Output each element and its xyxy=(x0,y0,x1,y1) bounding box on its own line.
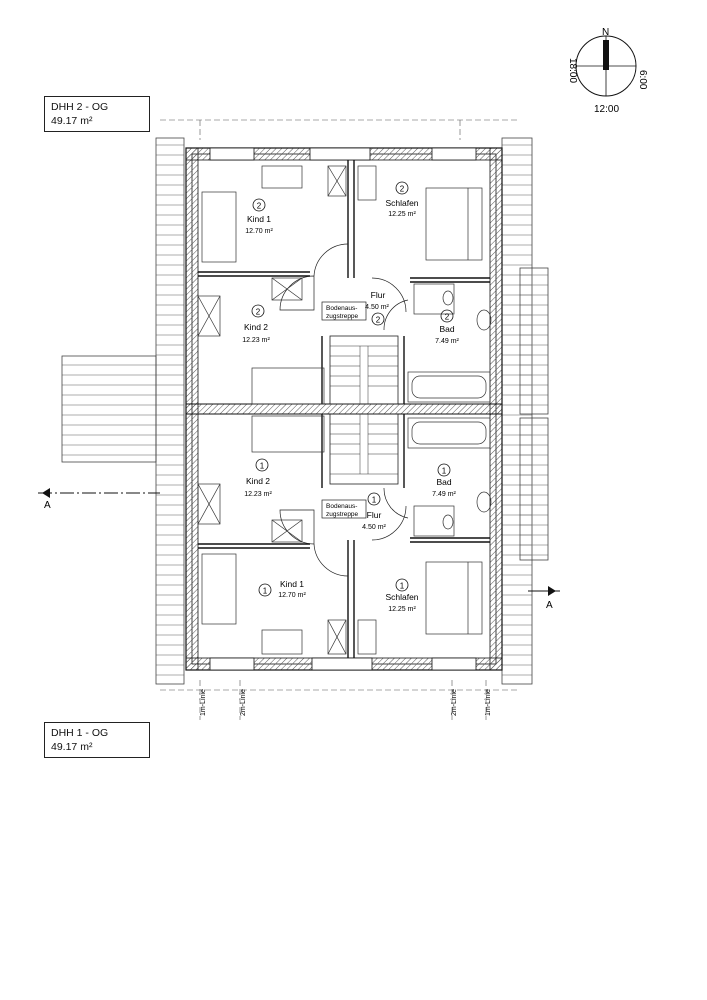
room-kind1-bottom: 1 Kind 1 12.70 m² xyxy=(258,579,306,599)
staircase xyxy=(329,335,399,485)
room-kind1-top: 2 Kind 1 12.70 m² xyxy=(245,198,273,235)
compass-south-label: 12:00 xyxy=(594,104,619,115)
room-number: 2 xyxy=(400,185,405,194)
dhh1-area: 49.17 m² xyxy=(51,741,93,753)
dormer-right-top xyxy=(519,267,549,415)
room-name: Kind 2 xyxy=(244,322,268,332)
room-area: 4.50 m² xyxy=(365,304,389,311)
compass-north-label: N xyxy=(602,27,609,38)
room-labels: 2 Kind 1 12.70 m² 2 Schlafen 12.25 m² 2 … xyxy=(242,181,460,613)
room-schlafen-bottom: 1 Schlafen 12.25 m² xyxy=(385,578,419,613)
dhh2-title: DHH 2 - OG xyxy=(51,101,109,113)
room-area: 12.70 m² xyxy=(278,592,306,599)
room-name: Flur xyxy=(371,290,386,300)
room-name: Bad xyxy=(439,324,454,334)
dhh1-title: DHH 1 - OG xyxy=(51,727,109,739)
room-flur-bottom: 1 Flur 4.50 m² xyxy=(362,492,387,531)
section-label-right: A xyxy=(546,600,553,611)
section-mark-right: A xyxy=(528,586,560,611)
dormer-right-bottom xyxy=(519,417,549,561)
room-area: 4.50 m² xyxy=(362,524,386,531)
room-name: Schlafen xyxy=(385,592,418,602)
room-area: 12.23 m² xyxy=(244,491,272,498)
room-number: 1 xyxy=(260,462,265,471)
attic-ladder-label-1: Bodenaus- xyxy=(326,305,357,312)
toilet-top xyxy=(476,309,492,331)
room-name: Kind 1 xyxy=(280,579,304,589)
room-name: Kind 2 xyxy=(246,476,270,486)
bathtub-top xyxy=(407,371,491,403)
section-mark-left: A xyxy=(38,488,160,511)
outer-walls xyxy=(185,147,503,671)
room-name: Kind 1 xyxy=(247,214,271,224)
bed-kind2-bottom xyxy=(251,415,325,453)
room-area: 12.70 m² xyxy=(245,228,273,235)
room-number: 2 xyxy=(256,308,261,317)
room-number: 1 xyxy=(372,496,377,505)
room-kind2-bottom: 1 Kind 2 12.23 m² xyxy=(244,458,272,498)
sink-top xyxy=(413,283,455,315)
room-area: 12.25 m² xyxy=(388,211,416,218)
bed-kind1-bottom xyxy=(201,553,237,625)
bed-kind2-top xyxy=(251,367,325,405)
dhh2-area-box: DHH 2 - OG 49.17 m² xyxy=(44,96,150,132)
toilet-bottom xyxy=(476,491,492,513)
dormer-left xyxy=(61,355,157,463)
room-number: 2 xyxy=(445,313,450,322)
compass-needle xyxy=(603,40,609,70)
room-flur-top: Flur 4.50 m² 2 xyxy=(365,290,390,326)
label-2m-line-left: 2m-Linie xyxy=(240,689,247,716)
dhh2-area: 49.17 m² xyxy=(51,115,93,127)
bathtub-bottom xyxy=(407,417,491,449)
bed-schlafen-top xyxy=(425,187,483,261)
attic-ladder-label-2: zugstreppe xyxy=(326,511,359,518)
interior-walls xyxy=(198,160,490,658)
room-name: Flur xyxy=(367,510,382,520)
sink-bottom xyxy=(413,505,455,537)
room-bad-top: 2 Bad 7.49 m² xyxy=(435,309,460,345)
room-number: 1 xyxy=(442,467,447,476)
compass-west-label: 18:00 xyxy=(567,58,578,83)
label-1m-line-right: 1m-Linie xyxy=(485,689,492,716)
attic-ladder-label-2: zugstreppe xyxy=(326,313,359,320)
room-schlafen-top: 2 Schlafen 12.25 m² xyxy=(385,181,419,218)
bed-kind1-top xyxy=(201,191,237,263)
room-name: Schlafen xyxy=(385,198,418,208)
room-number: 2 xyxy=(257,202,262,211)
room-kind2-top: 2 Kind 2 12.23 m² xyxy=(242,304,270,344)
label-2m-line-right: 2m-Linie xyxy=(451,689,458,716)
door-swings xyxy=(279,243,409,577)
furniture xyxy=(197,165,492,655)
room-area: 7.49 m² xyxy=(435,338,459,345)
desk-kind1-top xyxy=(261,165,303,189)
room-name: Bad xyxy=(436,477,451,487)
room-bad-bottom: 1 Bad 7.49 m² xyxy=(432,463,457,498)
section-label-left: A xyxy=(44,500,51,511)
construction-lines xyxy=(160,119,520,720)
room-number: 1 xyxy=(263,587,268,596)
compass-east-label: 6:00 xyxy=(637,70,648,90)
bed-schlafen-bottom xyxy=(425,561,483,635)
roof-right xyxy=(501,137,549,685)
height-line-labels: 1m-Linie 2m-Linie 2m-Linie 1m-Linie xyxy=(200,689,492,716)
compass: N 6:00 12:00 18:00 xyxy=(567,27,648,115)
roof-left xyxy=(61,137,185,685)
room-area: 12.25 m² xyxy=(388,606,416,613)
dhh1-area-box: DHH 1 - OG 49.17 m² xyxy=(44,722,150,758)
room-area: 7.49 m² xyxy=(432,491,456,498)
attic-ladder-top: Bodenaus- zugstreppe xyxy=(321,301,367,321)
room-number: 1 xyxy=(400,582,405,591)
label-1m-line-left: 1m-Linie xyxy=(200,689,207,716)
room-number: 2 xyxy=(376,316,381,325)
attic-ladder-bottom: Bodenaus- zugstreppe xyxy=(321,499,367,519)
room-area: 12.23 m² xyxy=(242,337,270,344)
attic-ladder-label-1: Bodenaus- xyxy=(326,503,357,510)
